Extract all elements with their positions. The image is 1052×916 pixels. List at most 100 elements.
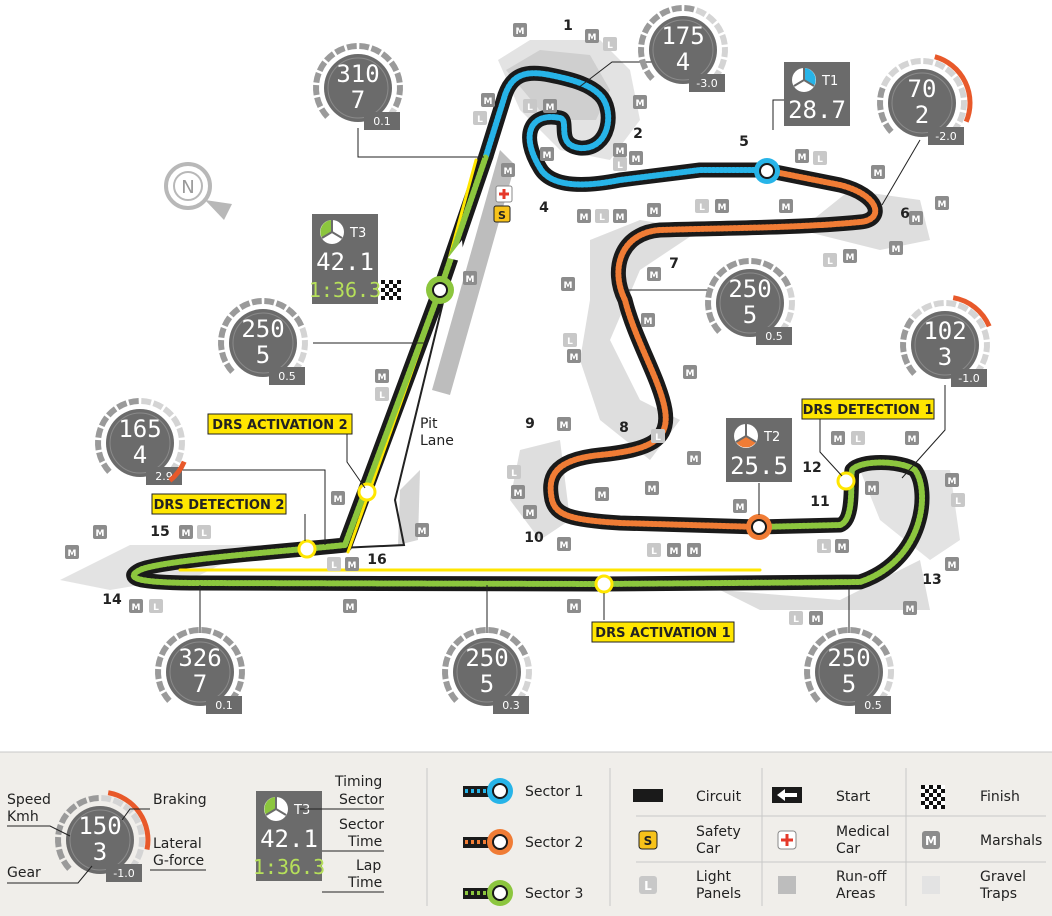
marshal-icon: M <box>557 537 571 551</box>
legend-sector-time-label-2: Time <box>347 834 382 850</box>
safety-car-letter: S <box>498 209 506 222</box>
marshal-icon: M <box>909 211 923 225</box>
safety-car-icon: S <box>493 205 511 223</box>
marshal-letter: M <box>570 603 579 613</box>
legend-medical-label-1: Medical <box>836 824 890 840</box>
drs-points <box>297 471 856 594</box>
marshal-icon: M <box>809 611 823 625</box>
legend-marshals-label: Marshals <box>980 833 1042 849</box>
marshal-letter: M <box>616 213 625 223</box>
marshal-icon: M <box>561 277 575 291</box>
marshal-letter: M <box>908 435 917 445</box>
dial-gforce-value: 0.3 <box>502 699 520 712</box>
legend-marshal-icon: M <box>922 831 940 849</box>
legend-timing-sector-label-1: Timing <box>334 774 382 790</box>
marshal-icon: M <box>945 473 959 487</box>
marshal-letter: M <box>892 245 901 255</box>
corner-number: 16 <box>367 552 386 568</box>
legend-speed-label-1: Speed <box>7 792 51 808</box>
dial-gforce-value: -2.0 <box>935 130 956 143</box>
sector1-marker <box>754 158 780 184</box>
marshal-icon: M <box>843 249 857 263</box>
legend-circuit-label: Circuit <box>696 789 742 805</box>
compass-icon: N <box>164 162 232 220</box>
marshal-letter: M <box>580 213 589 223</box>
light-panel-icon: L <box>613 157 627 171</box>
light-panel-letter: L <box>821 543 827 553</box>
marshal-letter: M <box>846 253 855 263</box>
marshal-letter: M <box>686 369 695 379</box>
light-panel-icon: L <box>375 387 389 401</box>
timing-box-t1: T1 28.7 <box>784 62 850 126</box>
drs-activation-1-label: DRS ACTIVATION 1 <box>591 621 735 643</box>
light-panel-icon: L <box>651 429 665 443</box>
legend-braking-label: Braking <box>153 792 207 808</box>
marshal-letter: M <box>868 485 877 495</box>
dial-gear-value: 5 <box>842 670 856 698</box>
marshal-icon: M <box>945 557 959 571</box>
light-panel-letter: L <box>607 41 613 51</box>
marshal-letter: M <box>616 147 625 157</box>
marshal-letter: M <box>798 153 807 163</box>
legend-light-letter: L <box>644 879 652 893</box>
dial-gear-value: 3 <box>93 838 107 866</box>
marshal-icon: M <box>871 165 885 179</box>
marshal-letter: M <box>598 491 607 501</box>
legend-sector-label: Sector 3 <box>525 886 583 902</box>
legend-sector-item: Sector 1 <box>463 778 583 804</box>
legend-safety-icon: S <box>638 830 658 850</box>
light-panel-icon: L <box>563 333 577 347</box>
corner-number: 5 <box>739 134 749 150</box>
timing-box-t3: T3 42.1 1:36.3 <box>309 214 381 304</box>
timing-t2-label: T2 <box>763 430 780 445</box>
dial-speed-value: 150 <box>78 812 121 840</box>
light-panel-letter: L <box>599 213 605 223</box>
marshal-letter: M <box>874 169 883 179</box>
legend-background <box>0 752 1052 916</box>
dial-speed-value: 326 <box>178 644 221 672</box>
legend-lap-time-label-2: Time <box>347 875 382 891</box>
corner-number: 4 <box>539 200 549 216</box>
corner-number: 8 <box>619 420 629 436</box>
legend-timing-label: T3 <box>293 803 310 818</box>
dial-gforce-value: 0.5 <box>864 699 882 712</box>
light-panel-letter: L <box>331 561 337 571</box>
marshal-letter: M <box>782 203 791 213</box>
light-panel-icon: L <box>813 151 827 165</box>
legend-sector-item: Sector 2 <box>463 829 583 855</box>
dial-gforce-value: 0.1 <box>373 115 391 128</box>
marshal-icon: M <box>647 203 661 217</box>
light-panel-letter: L <box>379 391 385 401</box>
light-panel-icon: L <box>823 253 837 267</box>
marshal-icon: M <box>835 539 849 553</box>
drs-detection-2-label: DRS DETECTION 2 <box>151 493 287 515</box>
dial-gear-value: 4 <box>133 441 147 469</box>
marshal-icon: M <box>645 481 659 495</box>
marshal-letter: M <box>484 97 493 107</box>
marshal-letter: M <box>948 477 957 487</box>
marshal-icon: M <box>641 313 655 327</box>
corner-number: 10 <box>524 530 544 546</box>
marshal-icon: M <box>481 93 495 107</box>
marshal-icon: M <box>463 271 477 285</box>
timing-box-t2: T2 25.5 <box>726 418 792 482</box>
timing-t1-label: T1 <box>821 74 838 89</box>
legend-circuit-swatch <box>633 789 663 802</box>
marshal-letter: M <box>96 529 105 539</box>
marshal-icon: M <box>935 196 949 210</box>
dial-gear-value: 5 <box>256 341 270 369</box>
light-panel-icon: L <box>817 539 831 553</box>
dial-gforce-value: 2.9 <box>155 470 173 483</box>
marshal-icon: M <box>513 23 527 37</box>
light-panel-icon: L <box>327 557 341 571</box>
dial-gforce-value: 0.1 <box>215 699 233 712</box>
legend-gravel-label-1: Gravel <box>980 869 1026 885</box>
marshal-icon: M <box>633 95 647 109</box>
